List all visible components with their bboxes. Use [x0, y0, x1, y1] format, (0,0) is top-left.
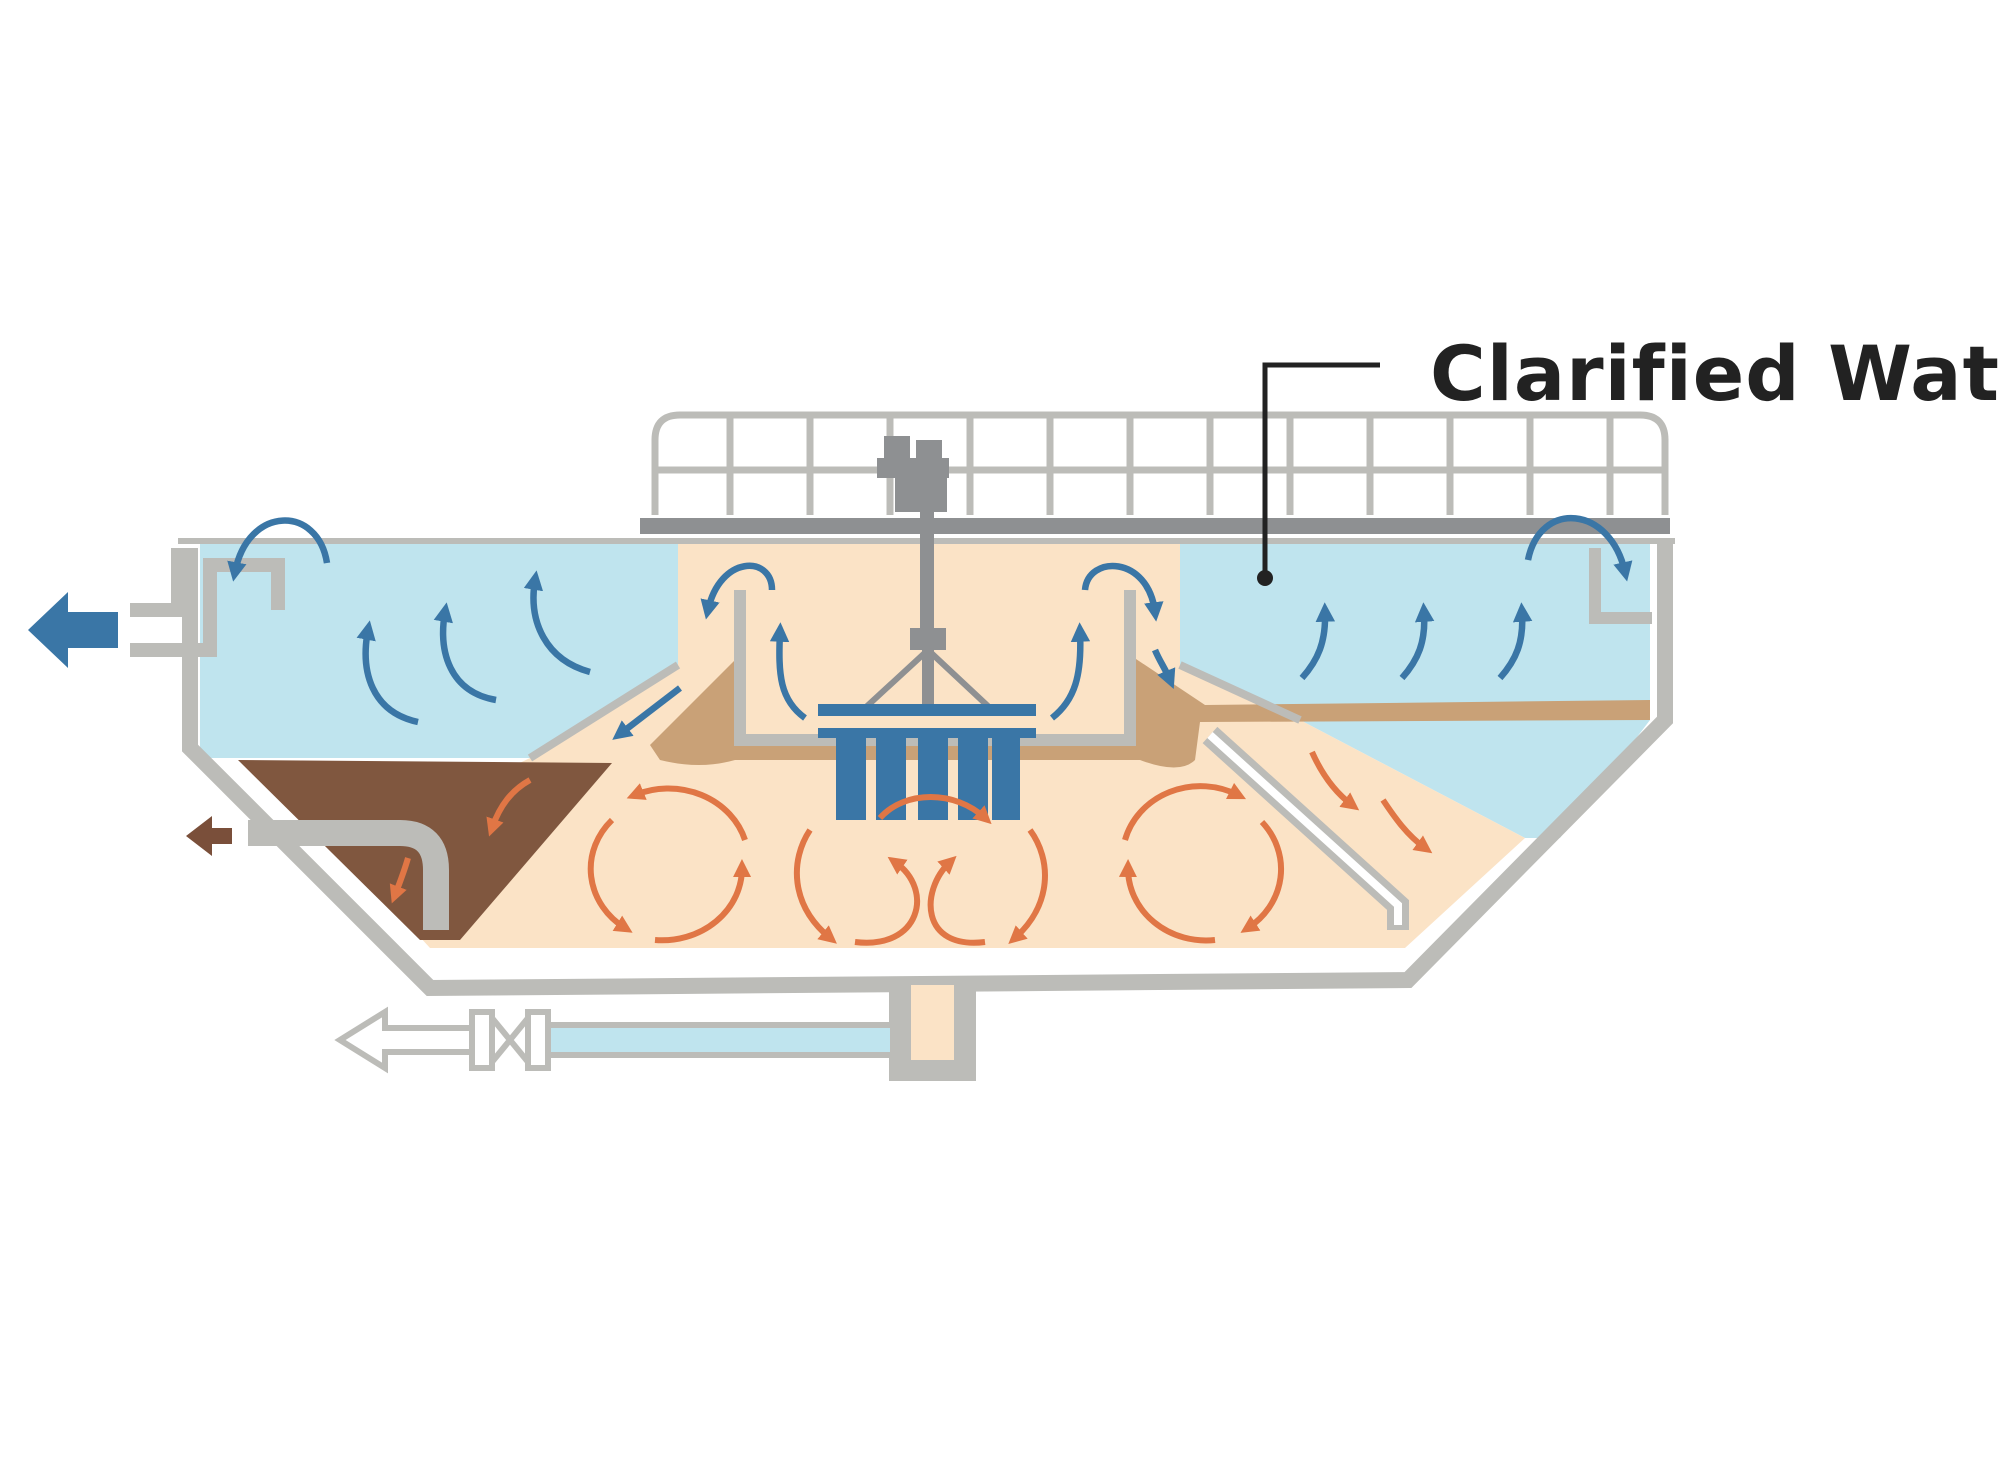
clarified-water-callout: Clarified Water — [1257, 329, 2000, 586]
mixer — [818, 436, 1036, 820]
drain-pipe-water — [548, 1028, 890, 1052]
clear-water-flow-arrows — [227, 514, 1633, 740]
right-clarified-water — [1180, 541, 1650, 838]
sludge-blanket — [650, 655, 1650, 768]
callout-leader-line — [1262, 362, 1380, 578]
sludge-outlet-arrow-icon — [186, 816, 232, 856]
motor-icon — [877, 458, 949, 478]
valve-icon — [469, 1009, 551, 1071]
arrow-left-icon — [28, 592, 118, 668]
callout-label: Clarified Water — [1430, 329, 2000, 418]
left-clarified-water — [200, 541, 678, 758]
railing — [651, 411, 1669, 515]
circulation-arrows — [389, 750, 1433, 946]
tank-walls — [130, 538, 1673, 1081]
walkway-deck — [640, 518, 1670, 534]
arrow-left-outline-icon — [334, 1006, 475, 1074]
callout-dot — [1257, 570, 1273, 586]
